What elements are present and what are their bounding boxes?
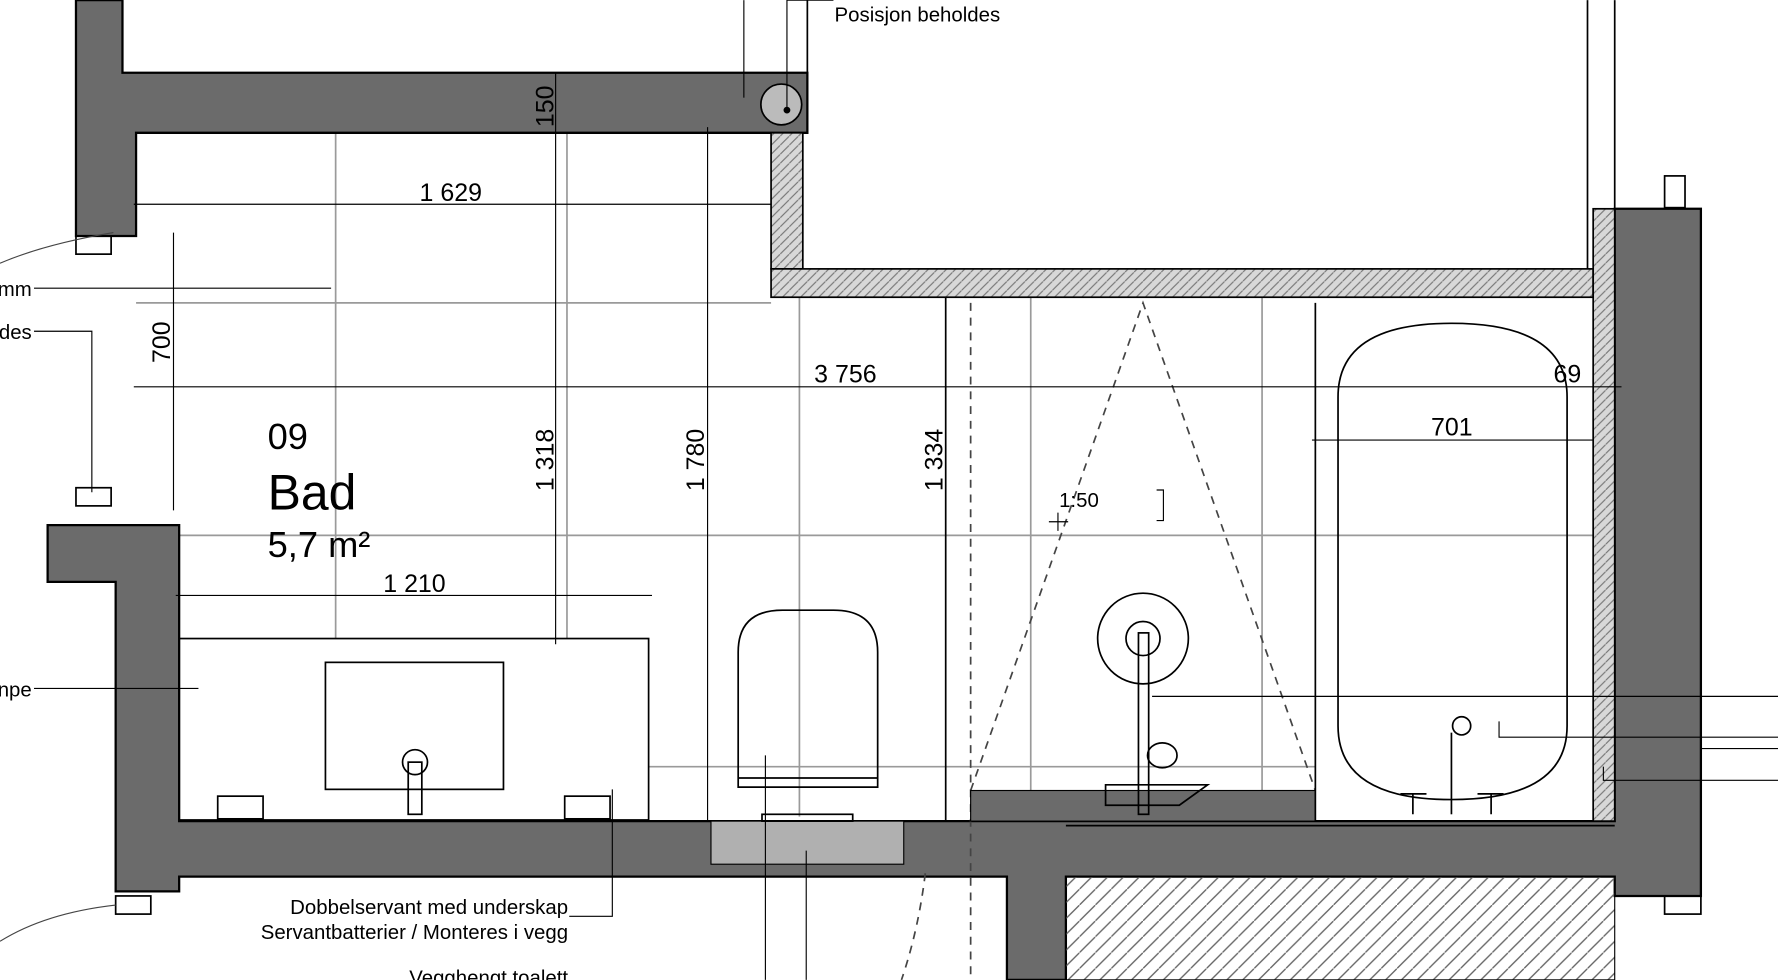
room-area: 5,7 m² bbox=[268, 524, 371, 565]
dim-3756: 3 756 bbox=[814, 360, 876, 388]
annotation-servant-1: Dobbelservant med underskap bbox=[290, 897, 568, 919]
dim-150: 150 bbox=[531, 86, 559, 128]
annotation-toalett: Vegghengt toalett bbox=[409, 967, 568, 980]
insulation-right bbox=[1592, 207, 1616, 822]
shaft-hatch bbox=[1065, 876, 1616, 980]
dimension-labels: 1 629 3 756 69 701 1 210 150 700 1 318 1… bbox=[148, 86, 1581, 599]
dim-1629: 1 629 bbox=[420, 179, 482, 207]
annotation-mm: mm bbox=[0, 279, 32, 301]
dim-1334: 1 334 bbox=[920, 429, 948, 492]
dim-1318: 1 318 bbox=[531, 429, 559, 491]
room-name: Bad bbox=[268, 464, 357, 520]
annotations: Posisjon beholdes mm des npe Dobbelserva… bbox=[0, 5, 1000, 980]
annotation-des: des bbox=[0, 322, 32, 344]
double-vanity[interactable] bbox=[178, 637, 650, 821]
toilet-cistern-box bbox=[710, 820, 905, 865]
dim-701: 701 bbox=[1431, 414, 1473, 442]
wall-hung-toilet[interactable] bbox=[737, 609, 879, 822]
annotation-servant-2: Servantbatterier / Monteres i vegg bbox=[261, 922, 568, 944]
insulation-horizontal bbox=[770, 268, 1595, 299]
dim-1210: 1 210 bbox=[383, 570, 445, 598]
insulation-vertical bbox=[770, 131, 804, 270]
annotation-posisjon: Posisjon beholdes bbox=[835, 5, 1001, 27]
bathtub[interactable] bbox=[1065, 302, 1615, 827]
dim-700: 700 bbox=[148, 321, 176, 363]
dim-1780: 1 780 bbox=[682, 429, 710, 491]
walls bbox=[46, 0, 1703, 980]
tile-grid bbox=[136, 132, 1594, 817]
scale-label: 1:50 bbox=[1059, 490, 1099, 512]
room-number: 09 bbox=[268, 416, 308, 457]
annotation-npe: npe bbox=[0, 679, 32, 701]
room-label: 09 Bad 5,7 m² bbox=[268, 416, 371, 565]
dim-69: 69 bbox=[1553, 360, 1581, 388]
drain-pipe bbox=[760, 83, 803, 126]
